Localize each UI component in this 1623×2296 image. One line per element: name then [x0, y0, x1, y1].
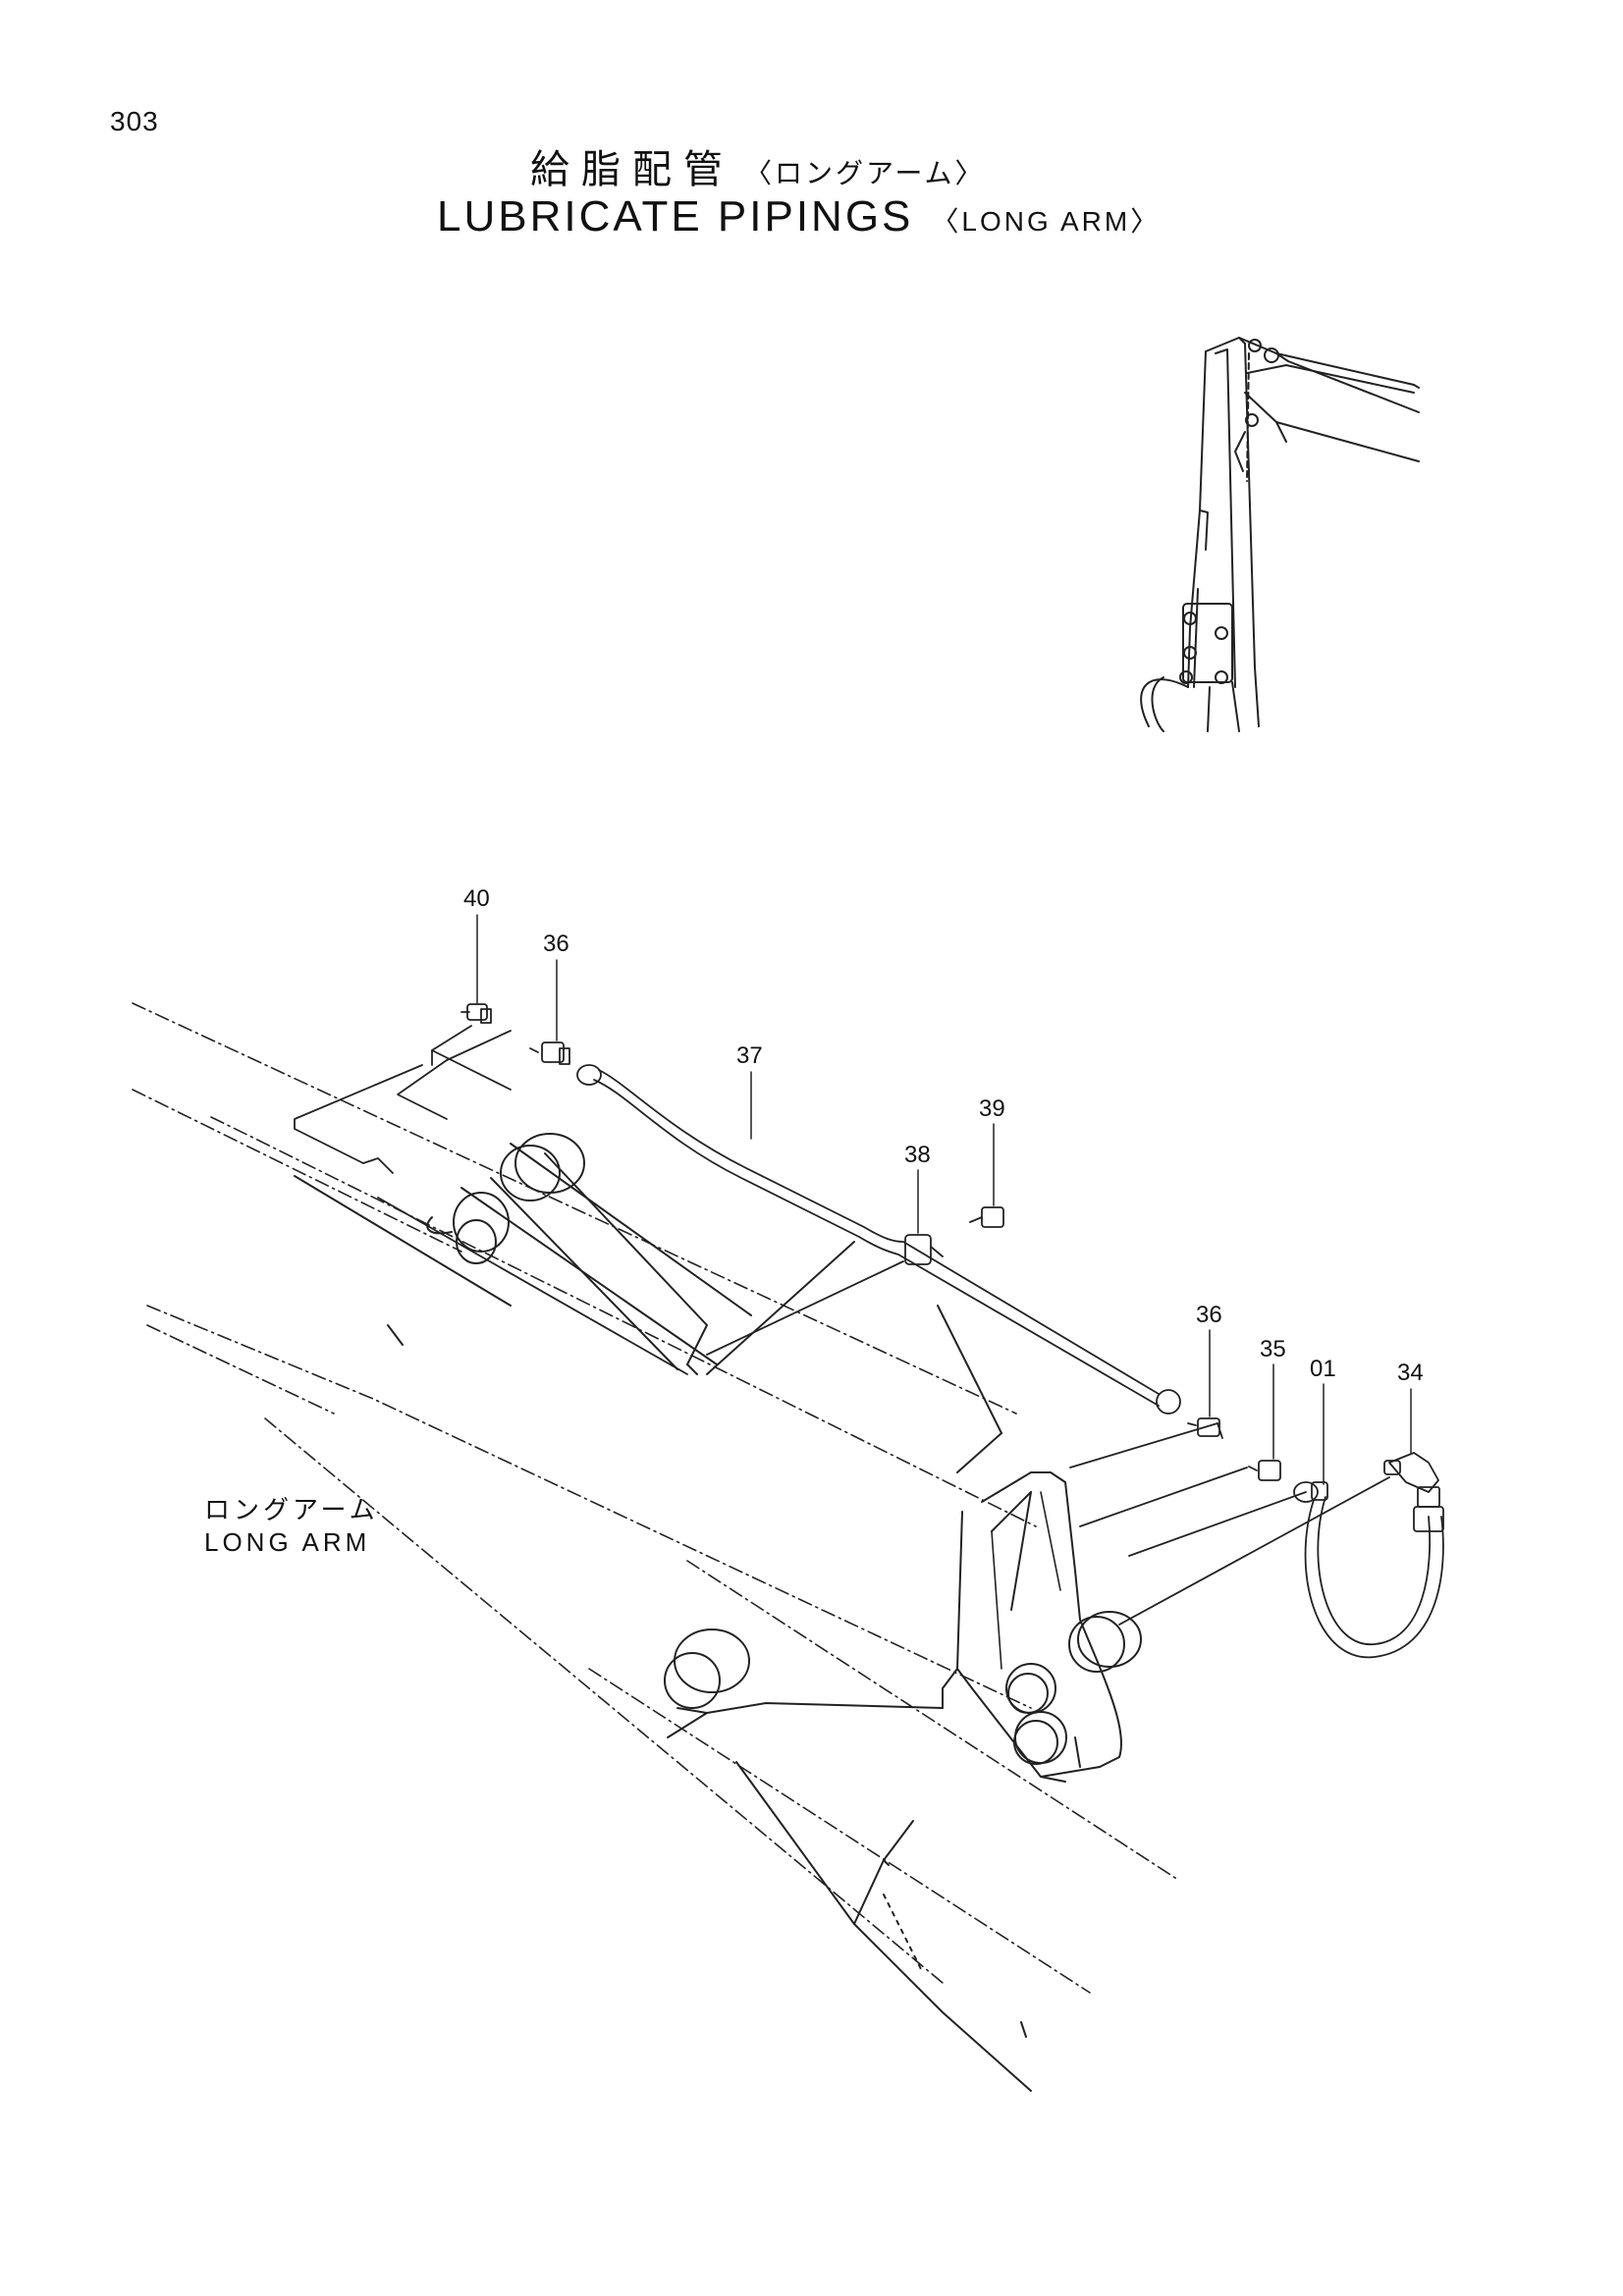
title-japanese-sub: 〈ロングアーム〉 — [744, 158, 986, 188]
title-japanese: 給脂配管〈ロングアーム〉 — [530, 137, 985, 194]
title-english-main: LUBRICATE PIPINGS — [437, 192, 914, 240]
title-english: LUBRICATE PIPINGS 〈LONG ARM〉 — [437, 192, 1161, 241]
part-label: 39 — [979, 1095, 1005, 1122]
grease-piping — [294, 1025, 1444, 1659]
part-label: 34 — [1397, 1360, 1424, 1386]
part-label: 38 — [904, 1142, 931, 1168]
fittings — [460, 1003, 1439, 1503]
adapter-36-top — [529, 1041, 570, 1065]
part-label: 36 — [543, 931, 569, 957]
long-arm-outline — [132, 1002, 1179, 1994]
page-number: 303 — [110, 106, 159, 136]
fitting-35 — [1248, 1460, 1281, 1481]
bolt-39 — [969, 1206, 1004, 1228]
part-label: 35 — [1260, 1336, 1286, 1362]
grease-nipple-40 — [460, 1003, 492, 1024]
part-label: 37 — [736, 1042, 763, 1069]
part-label: 36 — [1196, 1302, 1222, 1328]
long-arm-label-english: LONG ARM — [204, 1527, 371, 1557]
title-japanese-main: 給脂配管 — [530, 148, 734, 191]
part-label: 01 — [1310, 1356, 1336, 1382]
inset-machine-overview — [1140, 337, 1420, 732]
leader-lines — [476, 914, 1412, 1485]
adapter-36-bottom — [1187, 1417, 1220, 1437]
hose-fitting-01 — [1293, 1481, 1328, 1503]
long-arm-label-japanese: ロングアーム — [204, 1495, 379, 1524]
elbow-34 — [1383, 1452, 1439, 1493]
part-labels: 40 36 37 39 38 36 35 01 34 — [463, 885, 1424, 1386]
title-english-sub: 〈LONG ARM〉 — [931, 206, 1162, 237]
part-label: 40 — [463, 885, 490, 912]
long-arm-structure — [294, 1133, 1142, 2092]
